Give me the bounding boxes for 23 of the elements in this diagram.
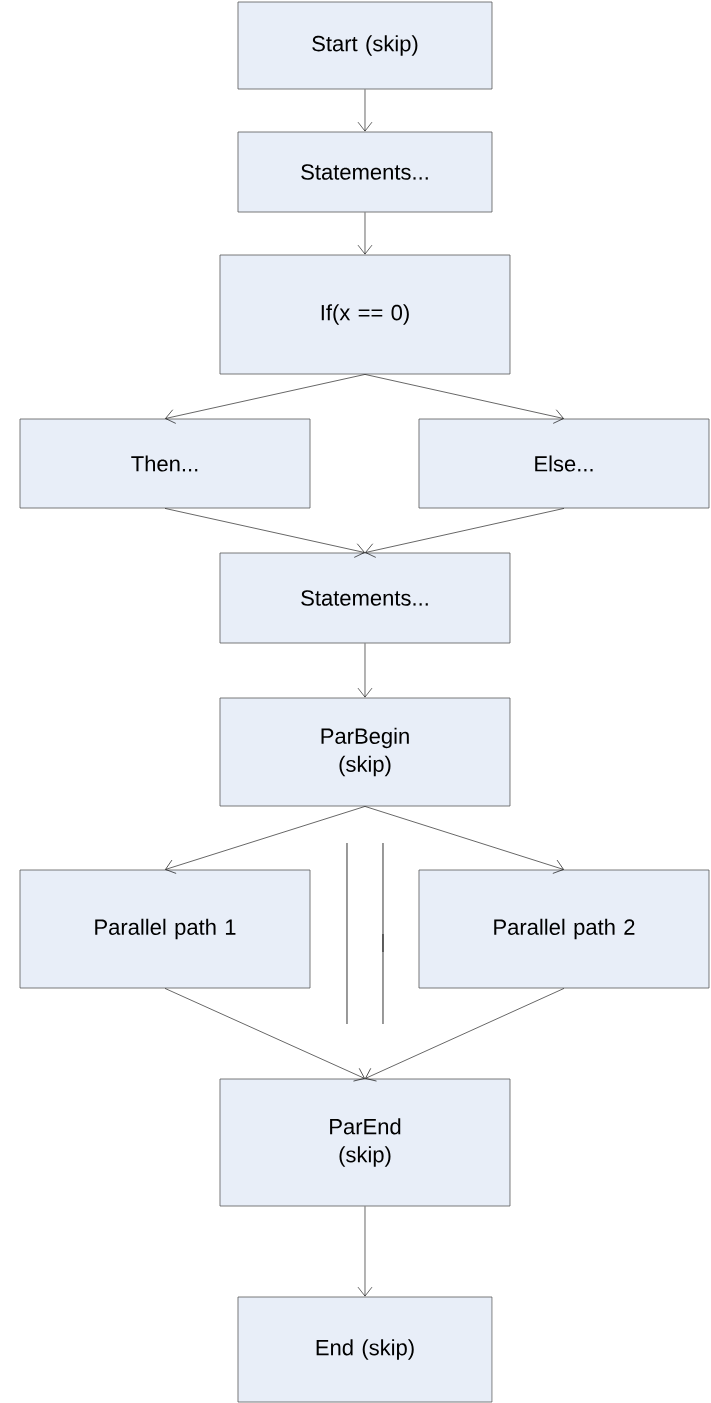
arrow: [365, 508, 565, 558]
process-box: Then...: [19, 418, 311, 509]
process-box: If(x == 0): [219, 254, 511, 375]
process-box: Else...: [418, 418, 710, 509]
arrow: [165, 374, 366, 424]
process-box: ParEnd (skip): [219, 1078, 511, 1207]
arrow: [365, 988, 565, 1082]
arrow: [357, 212, 373, 255]
process-box: Parallel path 1: [19, 869, 311, 989]
arrow: [357, 89, 373, 132]
arrow: [164, 988, 365, 1082]
process-box: Statements...: [237, 131, 493, 213]
process-box: ParBegin (skip): [219, 697, 511, 807]
arrow: [364, 806, 564, 874]
process-box: Start (skip): [237, 1, 493, 90]
arrow: [364, 374, 564, 424]
process-box: End (skip): [237, 1296, 493, 1403]
process-box: Statements...: [219, 552, 511, 644]
arrow: [164, 508, 365, 558]
process-box: Parallel path 2: [418, 869, 710, 989]
arrow: [357, 643, 373, 698]
arrow: [165, 806, 366, 874]
arrow: [357, 1206, 373, 1297]
